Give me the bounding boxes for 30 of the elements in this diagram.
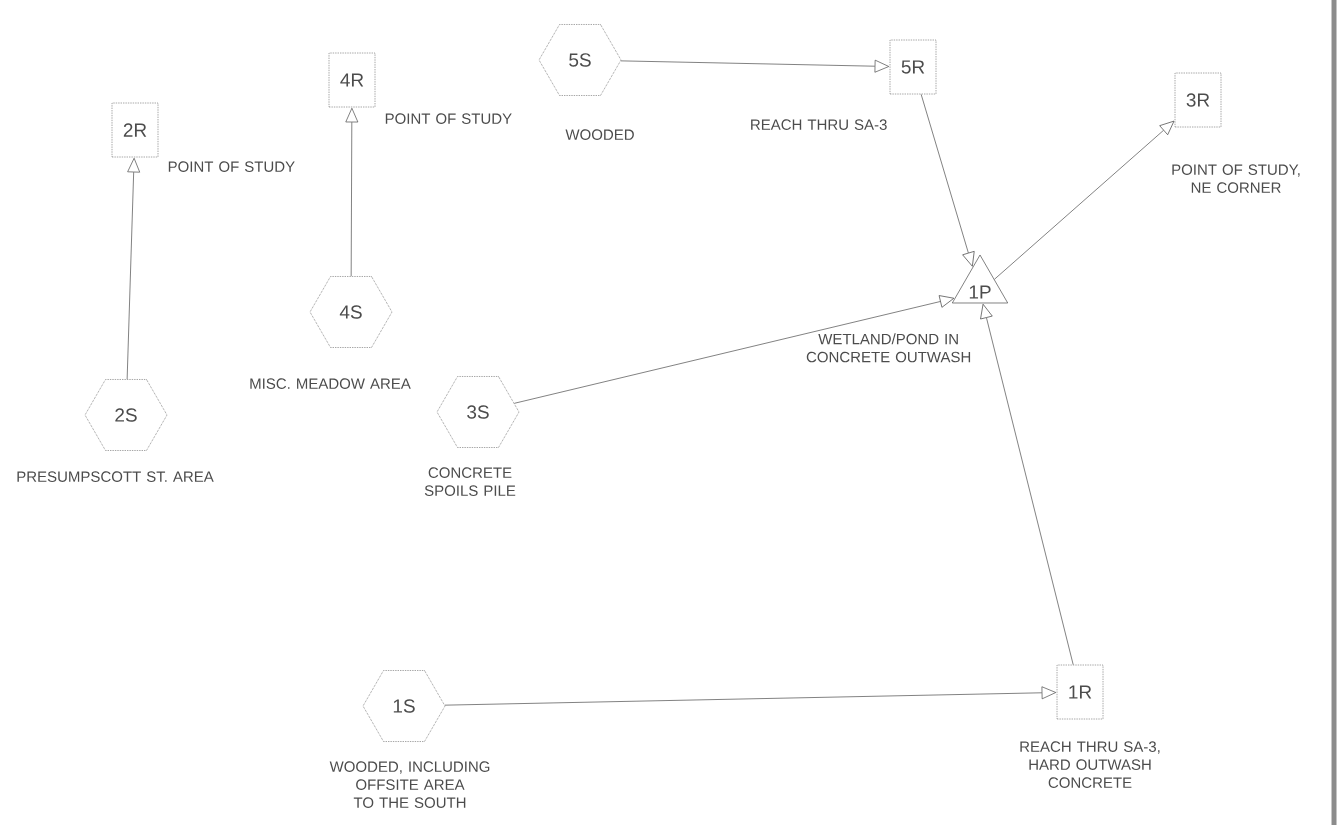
node-caption: WOODED	[565, 129, 634, 140]
arrow	[126, 157, 141, 380]
subcatchment-hexagon: 4S	[309, 276, 393, 348]
subcatchment-hexagon: 3S	[436, 376, 520, 448]
node-caption: REACH THRU SA-3, HARD OUTWASH CONCRETE	[1020, 741, 1160, 788]
node-caption: MISC. MEADOW AREA	[250, 378, 411, 389]
reach-box: 1R	[1056, 664, 1104, 720]
node-caption: POINT OF STUDY	[385, 113, 512, 124]
node-caption: CONCRETE SPOILS PILE	[424, 467, 516, 496]
arrow	[444, 686, 1057, 706]
arrow	[514, 295, 955, 404]
subcatchment-hexagon: 5S	[538, 24, 622, 96]
node-caption: PRESUMPSCOTT ST. AREA	[17, 471, 214, 482]
subcatchment-hexagon: 2S	[84, 379, 168, 451]
reach-box: 4R	[328, 52, 376, 108]
node-caption: REACH THRU SA-3	[751, 119, 887, 130]
arrow	[920, 94, 975, 267]
reach-box: 2R	[111, 102, 159, 158]
reach-box: 5R	[889, 39, 937, 95]
arrow	[345, 107, 359, 277]
subcatchment-hexagon: 1S	[362, 670, 446, 742]
pond-triangle: 1P	[951, 254, 1009, 304]
arrow	[620, 59, 890, 73]
arrow	[994, 120, 1175, 280]
node-caption: WOODED, INCLUDING OFFSITE AREA TO THE SOUTH	[329, 761, 490, 808]
node-caption: POINT OF STUDY, NE CORNER	[1172, 164, 1300, 193]
arrow	[980, 303, 1074, 665]
node-caption: POINT OF STUDY	[168, 161, 295, 172]
node-caption: WETLAND/POND IN CONCRETE OUTWASH	[806, 333, 971, 363]
reach-box: 3R	[1174, 72, 1222, 128]
